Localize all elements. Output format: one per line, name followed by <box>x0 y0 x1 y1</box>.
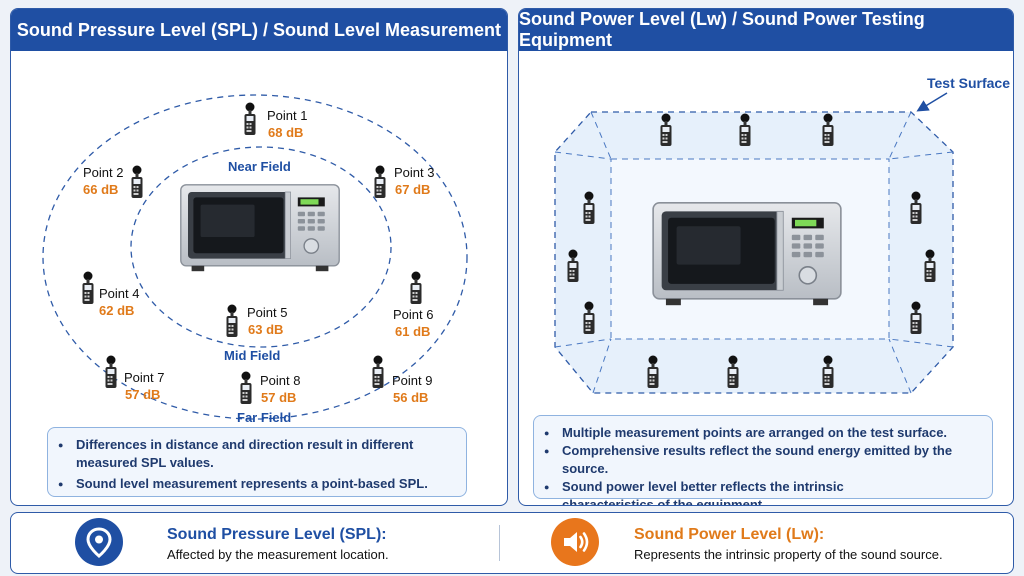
lw-summary-title: Sound Power Level (Lw): <box>634 526 825 543</box>
sound-level-meter-icon <box>130 165 144 199</box>
point-4-value: 62 dB <box>99 303 135 318</box>
lw-note-3: Sound power level better reflects the in… <box>540 478 922 505</box>
microwave-illustration <box>180 184 340 272</box>
sound-level-meter-icon <box>738 113 752 147</box>
point-8-label: Point 8 <box>260 373 301 388</box>
sound-level-meter-icon <box>923 249 937 283</box>
point-5-value: 63 dB <box>248 322 284 337</box>
sound-level-meter-icon <box>582 191 596 225</box>
sound-level-meter-icon <box>225 304 239 338</box>
point-4-label: Point 4 <box>99 286 140 301</box>
lw-note-2: Comprehensive results reflect the sound … <box>540 442 984 478</box>
location-pin-icon <box>75 518 123 566</box>
spl-panel-title: Sound Pressure Level (SPL) / Sound Level… <box>11 9 507 51</box>
sound-level-meter-icon <box>409 271 423 305</box>
point-7-value: 57 dB <box>125 387 161 402</box>
sound-level-meter-icon <box>726 355 740 389</box>
lw-panel-title: Sound Power Level (Lw) / Sound Power Tes… <box>519 9 1013 51</box>
point-5-label: Point 5 <box>247 305 288 320</box>
point-6-value: 61 dB <box>395 324 431 339</box>
point-1-label: Point 1 <box>267 108 308 123</box>
sound-level-meter-icon <box>371 355 385 389</box>
spl-note-2: Sound level measurement represents a poi… <box>54 475 456 493</box>
test-surface-label: Test Surface <box>927 75 1010 91</box>
lw-note-1: Multiple measurement points are arranged… <box>540 424 984 442</box>
sound-level-meter-icon <box>243 102 257 136</box>
point-2-value: 66 dB <box>83 182 119 197</box>
spl-summary-title: Sound Pressure Level (SPL): <box>167 526 387 543</box>
far-field-label: Far Field <box>237 410 292 425</box>
spl-panel: Sound Pressure Level (SPL) / Sound Level… <box>10 8 508 506</box>
point-8-value: 57 dB <box>261 390 297 405</box>
sound-level-meter-icon <box>81 271 95 305</box>
point-9-value: 56 dB <box>393 390 429 405</box>
point-7-label: Point 7 <box>124 370 165 385</box>
spl-note-1: Differences in distance and direction re… <box>54 436 456 472</box>
point-1-value: 68 dB <box>268 125 304 140</box>
point-9-label: Point 9 <box>392 373 433 388</box>
point-3-label: Point 3 <box>394 165 435 180</box>
near-field-label: Near Field <box>228 159 291 174</box>
point-6-label: Point 6 <box>393 307 434 322</box>
lw-summary-subtitle: Represents the intrinsic property of the… <box>634 547 943 562</box>
lw-notes: Multiple measurement points are arranged… <box>533 415 993 505</box>
speaker-icon <box>551 518 599 566</box>
sound-level-meter-icon <box>239 371 253 405</box>
sound-level-meter-icon <box>566 249 580 283</box>
sound-level-meter-icon <box>659 113 673 147</box>
sound-level-meter-icon <box>373 165 387 199</box>
mid-field-label: Mid Field <box>224 348 281 363</box>
sound-level-meter-icon <box>821 113 835 147</box>
point-2-label: Point 2 <box>83 165 124 180</box>
spl-notes: Differences in distance and direction re… <box>47 427 467 497</box>
summary-footer: Sound Pressure Level (SPL): Affected by … <box>10 512 1014 574</box>
microwave-illustration <box>652 201 842 307</box>
sound-level-meter-icon <box>821 355 835 389</box>
footer-divider <box>499 525 500 561</box>
sound-level-meter-icon <box>582 301 596 335</box>
sound-level-meter-icon <box>909 191 923 225</box>
spl-summary-subtitle: Affected by the measurement location. <box>167 547 389 562</box>
lw-panel: Sound Power Level (Lw) / Sound Power Tes… <box>518 8 1014 506</box>
spl-field-rings <box>42 94 468 420</box>
sound-level-meter-icon <box>646 355 660 389</box>
sound-level-meter-icon <box>104 355 118 389</box>
point-3-value: 67 dB <box>395 182 431 197</box>
sound-level-meter-icon <box>909 301 923 335</box>
